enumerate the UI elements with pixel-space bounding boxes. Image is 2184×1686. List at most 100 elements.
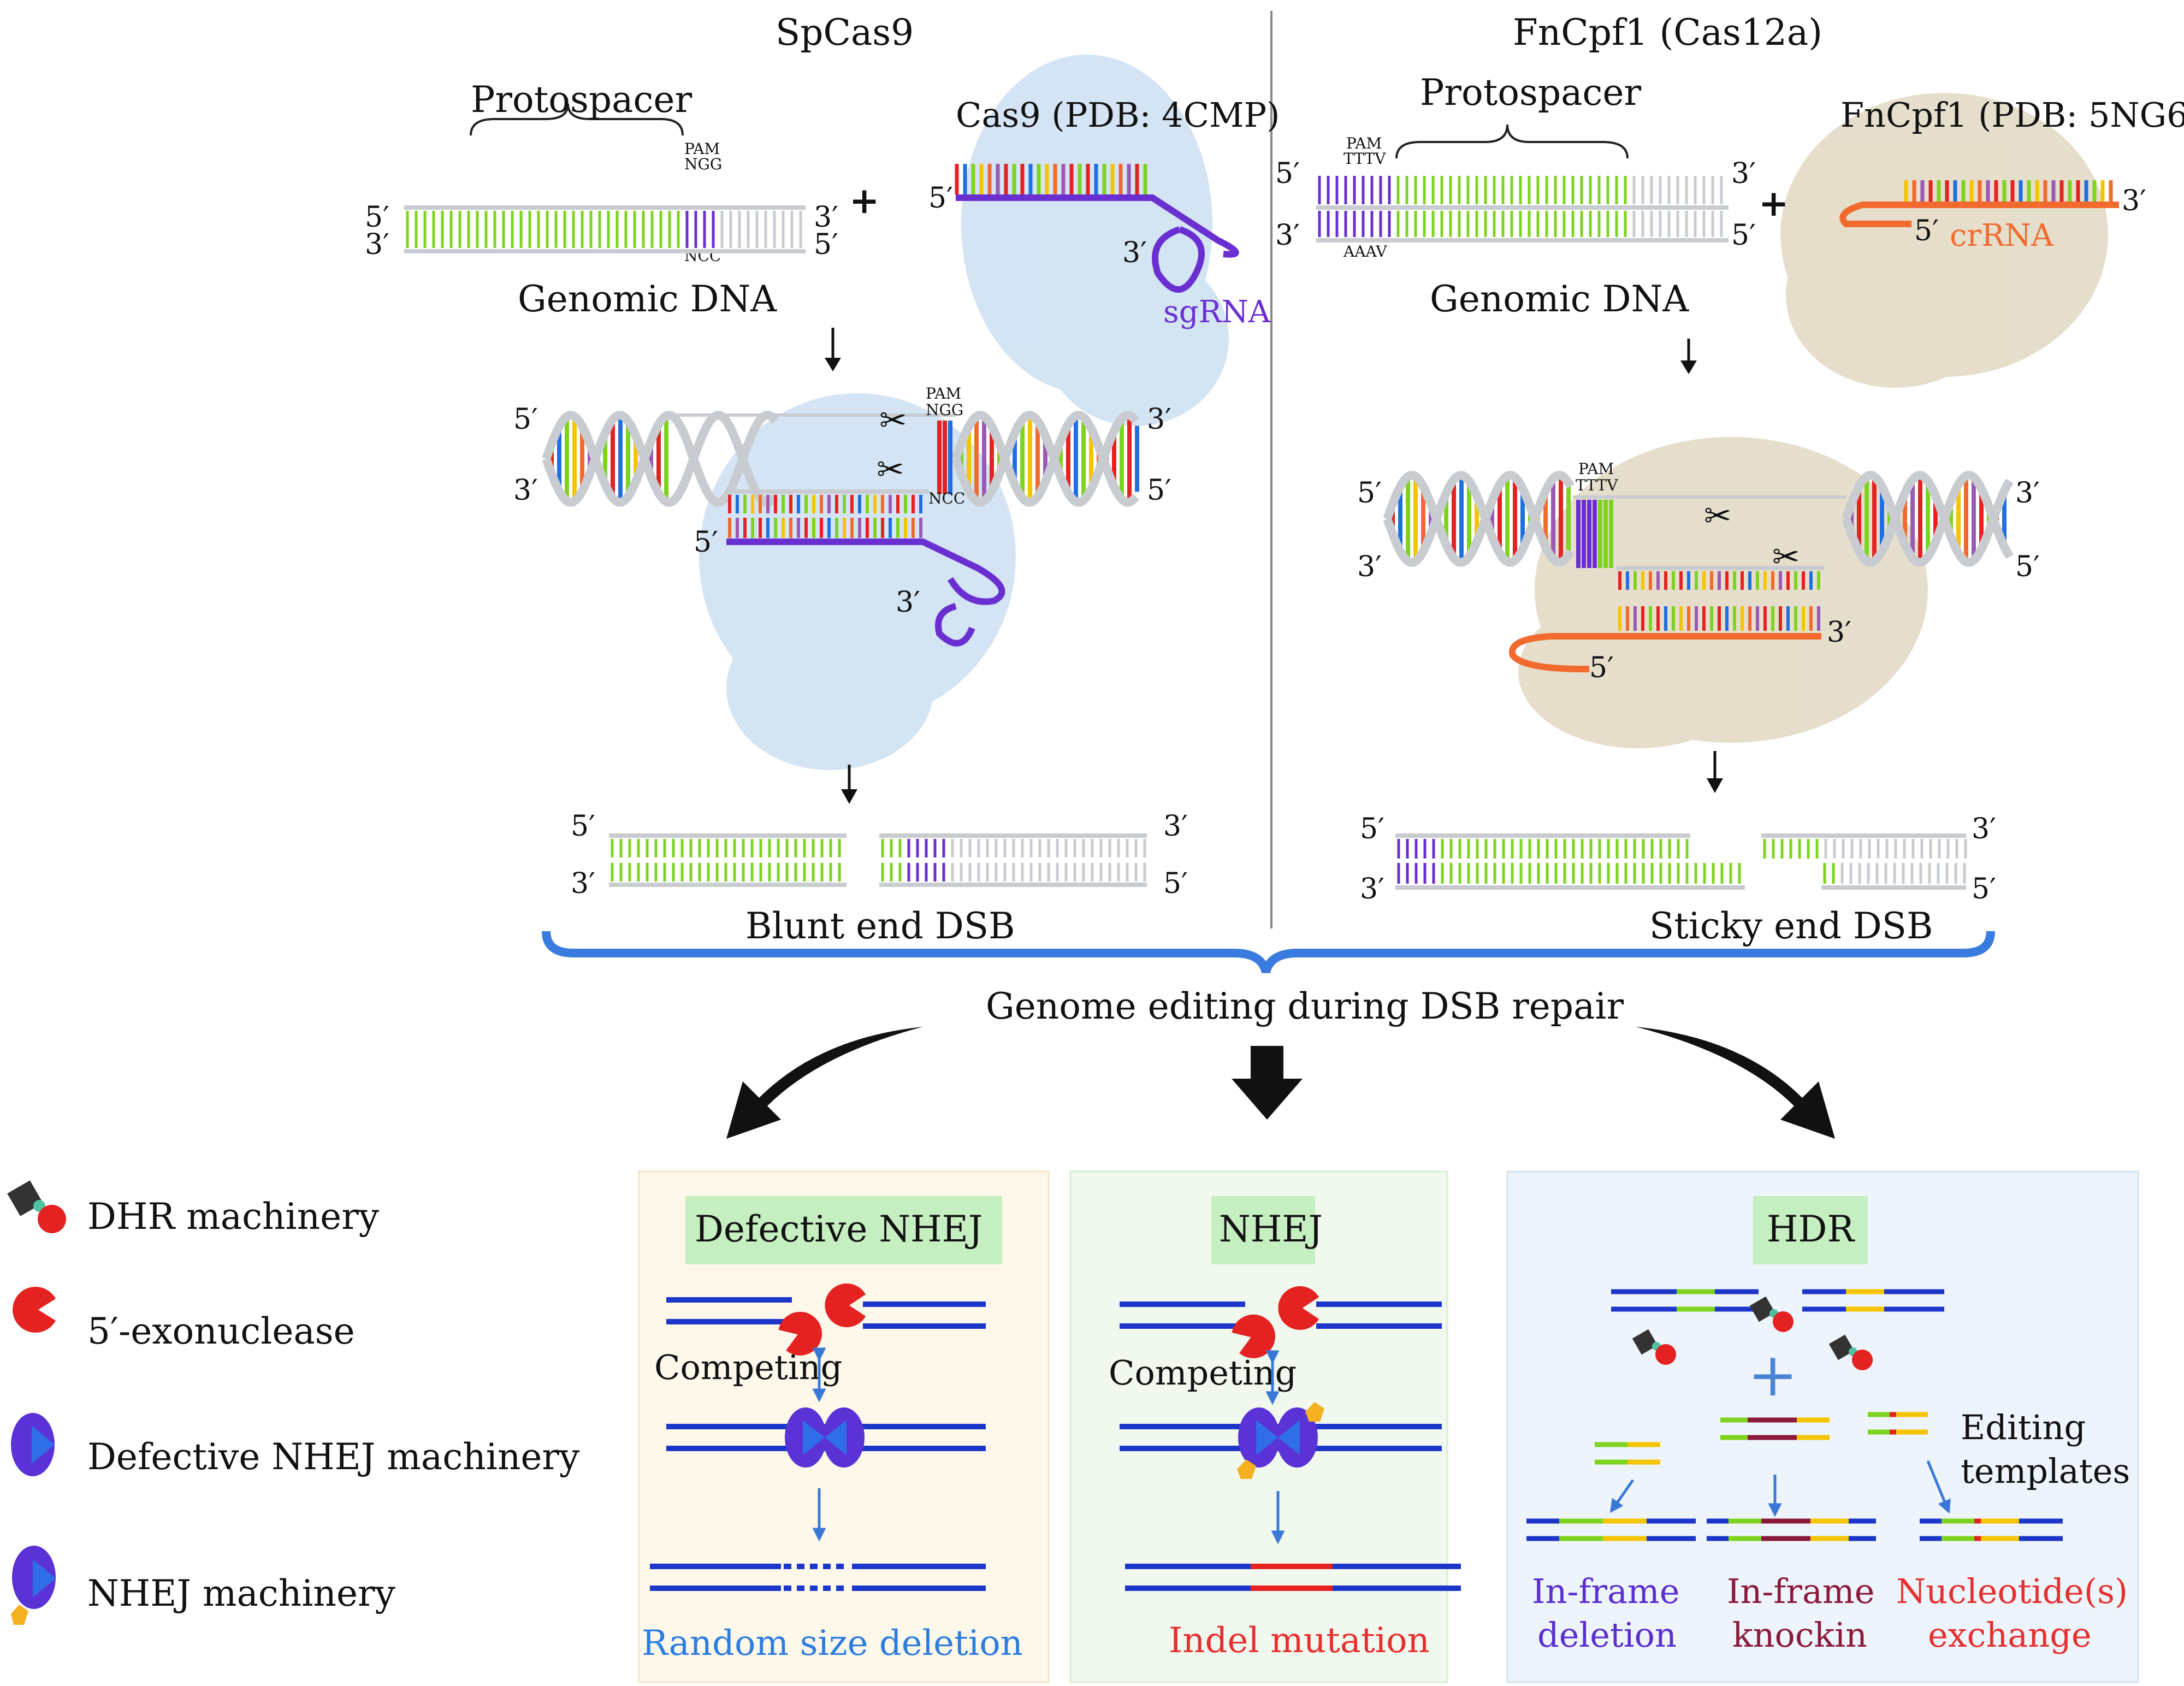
nhej-machinery-icon xyxy=(11,1546,56,1625)
dna-backbone xyxy=(1383,471,1575,567)
hdr-outcome-knockin: In-frame xyxy=(1727,1571,1874,1611)
exonuclease-icon xyxy=(825,1283,866,1328)
hdr-title: HDR xyxy=(1767,1208,1855,1250)
dna-backbone xyxy=(1842,471,2014,567)
protospacer-label-right: Protospacer xyxy=(1420,72,1641,114)
hdr-outcome-deletion: In-frame xyxy=(1532,1571,1679,1611)
arrow-down-icon xyxy=(1707,751,1723,793)
dhr-machinery-icon xyxy=(1632,1329,1676,1365)
pam-label-right: PAM xyxy=(1346,134,1382,152)
svg-text:✂: ✂ xyxy=(1704,497,1731,535)
protospacer-brace-left xyxy=(470,103,684,136)
dna-backbone xyxy=(542,411,779,507)
repair-title: Genome editing during DSB repair xyxy=(986,985,1624,1027)
curved-arrow-icon xyxy=(726,1027,923,1139)
three-prime-label: 3′ xyxy=(1827,616,1851,649)
editing-templates-label: templates xyxy=(1961,1451,2130,1491)
dna-backbone xyxy=(1842,471,2014,567)
five-prime-label: 5′ xyxy=(928,182,953,215)
sticky-end-dsb xyxy=(1395,833,1967,890)
sgrna-spacer xyxy=(955,164,1147,194)
defective-nhej-title-badge xyxy=(685,1196,1002,1264)
pam-label-left: PAM xyxy=(926,384,961,403)
hdr-dna-strands xyxy=(1526,1289,2063,1541)
legend-label: NHEJ machinery xyxy=(87,1572,396,1614)
editing-templates-label: Editing xyxy=(1961,1407,2086,1447)
competing-label: Competing xyxy=(1109,1353,1297,1393)
deleted-dna xyxy=(650,1564,986,1591)
exonuclease-icon xyxy=(1278,1286,1319,1330)
spcas9-title: SpCas9 xyxy=(776,11,914,54)
five-prime-label: 5′ xyxy=(1731,219,1756,252)
legend-label: DHR machinery xyxy=(87,1196,380,1238)
crrna-spacer xyxy=(1904,180,2113,202)
three-prime-label: 3′ xyxy=(571,867,595,900)
exonuclease-icon xyxy=(1232,1314,1275,1358)
svg-text:✂: ✂ xyxy=(1772,538,1800,576)
pam-top-seq-right: TTTV xyxy=(1343,150,1386,168)
blunt-end-label: Blunt end DSB xyxy=(745,905,1015,947)
down-arrow xyxy=(1609,1479,1635,1513)
three-prime-label: 3′ xyxy=(513,474,538,507)
hdr-title-badge xyxy=(1753,1196,1868,1264)
defective-nhej-title: Defective NHEJ xyxy=(695,1208,982,1250)
curved-arrow-icon xyxy=(1232,1046,1303,1120)
pam-top-seq-left: NGG xyxy=(684,155,722,173)
genomic-dna-label-left: Genomic DNA xyxy=(518,278,777,320)
hdr-outcome-deletion: deletion xyxy=(1537,1615,1677,1655)
hdr-outcome-knockin: knockin xyxy=(1732,1615,1867,1655)
three-prime-label: 3′ xyxy=(1147,403,1171,436)
dna-backbone xyxy=(1383,471,1575,567)
down-arrow xyxy=(1926,1460,1951,1514)
nhej-outcome: Indel mutation xyxy=(1169,1620,1430,1661)
hdr-plus: + xyxy=(1748,1340,1798,1410)
defective-nhej-machinery-icon xyxy=(785,1407,865,1468)
sgrna-strand xyxy=(956,194,1239,293)
plus-sign-right: + xyxy=(1759,182,1789,224)
fncpf1-label: FnCpf1 (PDB: 5NG6) xyxy=(1840,95,2184,135)
competing-label: Competing xyxy=(654,1347,842,1387)
dna-backbone xyxy=(542,411,779,507)
sgrna-label: sgRNA xyxy=(1163,294,1271,330)
sticky-end-label: Sticky end DSB xyxy=(1649,905,1933,947)
hdr-outcome-exchange: Nucleotide(s) xyxy=(1896,1571,2128,1611)
genomic-dna-label-right: Genomic DNA xyxy=(1430,278,1689,320)
five-prime-label: 5′ xyxy=(365,201,389,234)
dhr-machinery-icon xyxy=(7,1180,66,1233)
five-prime-label: 5′ xyxy=(1357,477,1382,510)
scissors-icon: ✂✂ xyxy=(1704,497,1800,576)
crrna-strand xyxy=(1508,633,1821,672)
three-prime-label: 3′ xyxy=(1122,236,1147,269)
scissors-icon: ✂✂ xyxy=(877,401,907,489)
r-loop-left xyxy=(726,489,928,538)
genomic-dna-right xyxy=(1316,176,1729,242)
three-prime-label: 3′ xyxy=(1731,157,1756,190)
dsb-brace xyxy=(542,931,1995,974)
five-prime-label: 5′ xyxy=(2015,551,2040,583)
five-prime-label: 5′ xyxy=(1275,157,1300,190)
dhr-machinery-icon xyxy=(1749,1296,1794,1332)
pam-bottom-seq-right: AAAV xyxy=(1343,242,1387,261)
dna-backbone xyxy=(951,411,1139,507)
legend-label: 5′-exonuclease xyxy=(87,1310,355,1352)
three-prime-label: 3′ xyxy=(1972,813,1996,845)
protospacer-brace-right xyxy=(1395,124,1629,159)
exonuclease-icon xyxy=(13,1286,56,1333)
three-prime-label: 3′ xyxy=(2015,477,2040,510)
dhr-machinery-icon xyxy=(1828,1334,1873,1370)
r-loop-right xyxy=(1617,566,1824,631)
cas9-protein-structure xyxy=(699,55,1229,770)
arrow-down-icon xyxy=(825,328,841,371)
five-prime-label: 5′ xyxy=(1914,215,1939,247)
genomic-dna-left xyxy=(404,205,806,253)
pam-top-seq-right: TTTV xyxy=(1576,476,1618,494)
three-prime-label: 3′ xyxy=(1357,551,1382,583)
exonuclease-icon xyxy=(778,1311,822,1356)
blunt-end-dsb xyxy=(609,833,1147,887)
dna-helix-right xyxy=(1383,471,2014,568)
five-prime-label: 5′ xyxy=(694,526,718,559)
pam-bottom-seq-left: NCC xyxy=(928,489,965,507)
hdr-outcome-exchange: exchange xyxy=(1928,1615,2092,1655)
fncpf1-title: FnCpf1 (Cas12a) xyxy=(1513,11,1822,54)
